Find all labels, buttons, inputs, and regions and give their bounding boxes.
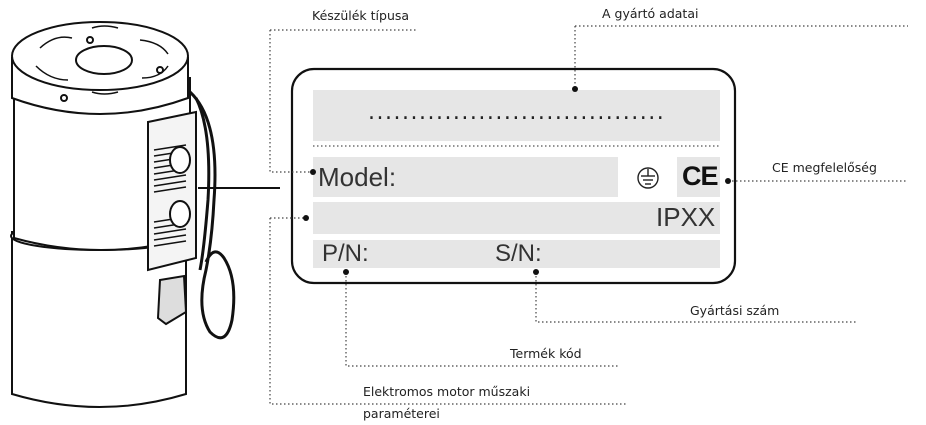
motor-params-field xyxy=(313,202,720,234)
inlet-port-upper xyxy=(169,146,191,174)
callout-device-type: Készülék típusa xyxy=(312,8,410,23)
leader-dot-sn xyxy=(533,269,539,275)
leader-lines xyxy=(269,25,908,405)
ip-rating: IPXX xyxy=(656,202,716,232)
pn-sn-field xyxy=(313,240,720,268)
leader-dot-ce xyxy=(725,178,731,184)
side-latch xyxy=(156,274,188,326)
sn-label: S/N: xyxy=(495,240,542,267)
lower-canister xyxy=(11,231,187,408)
ce-mark-icon: CE xyxy=(682,161,719,191)
leader-dot-model xyxy=(310,169,316,175)
screw xyxy=(86,36,94,44)
manufacturer-field xyxy=(313,90,720,141)
power-cord xyxy=(188,90,236,340)
protective-earth-icon xyxy=(637,167,659,189)
inlet-port-lower xyxy=(169,200,191,228)
power-cord xyxy=(194,97,211,271)
callout-motor-params-line1: Elektromos motor műszaki xyxy=(363,384,531,399)
callout-product-code: Termék kód xyxy=(510,346,582,361)
leader-dot-pn xyxy=(343,269,349,275)
pn-label: P/N: xyxy=(322,240,369,267)
rating-plate xyxy=(290,67,737,285)
screw xyxy=(60,94,68,102)
callout-serial-number: Gyártási szám xyxy=(690,303,780,318)
ce-field xyxy=(677,157,720,197)
model-field xyxy=(313,157,618,197)
top-cap-vents xyxy=(35,25,169,95)
top-cap-center xyxy=(75,45,133,75)
leader-dots xyxy=(303,86,731,275)
callout-manufacturer: A gyártó adatai xyxy=(602,6,699,21)
manufacturer-dotted-line: ................................... xyxy=(368,100,666,125)
central-vacuum-unit-illustration xyxy=(10,21,280,408)
model-label: Model: xyxy=(318,162,397,192)
screw xyxy=(156,66,164,74)
callout-ce-conformity: CE megfelelőség xyxy=(772,160,877,175)
callout-motor-params-line2: paraméterei xyxy=(363,406,440,421)
leader-dot-motor-params xyxy=(303,215,309,221)
leader-dot-manufacturer xyxy=(572,86,578,92)
